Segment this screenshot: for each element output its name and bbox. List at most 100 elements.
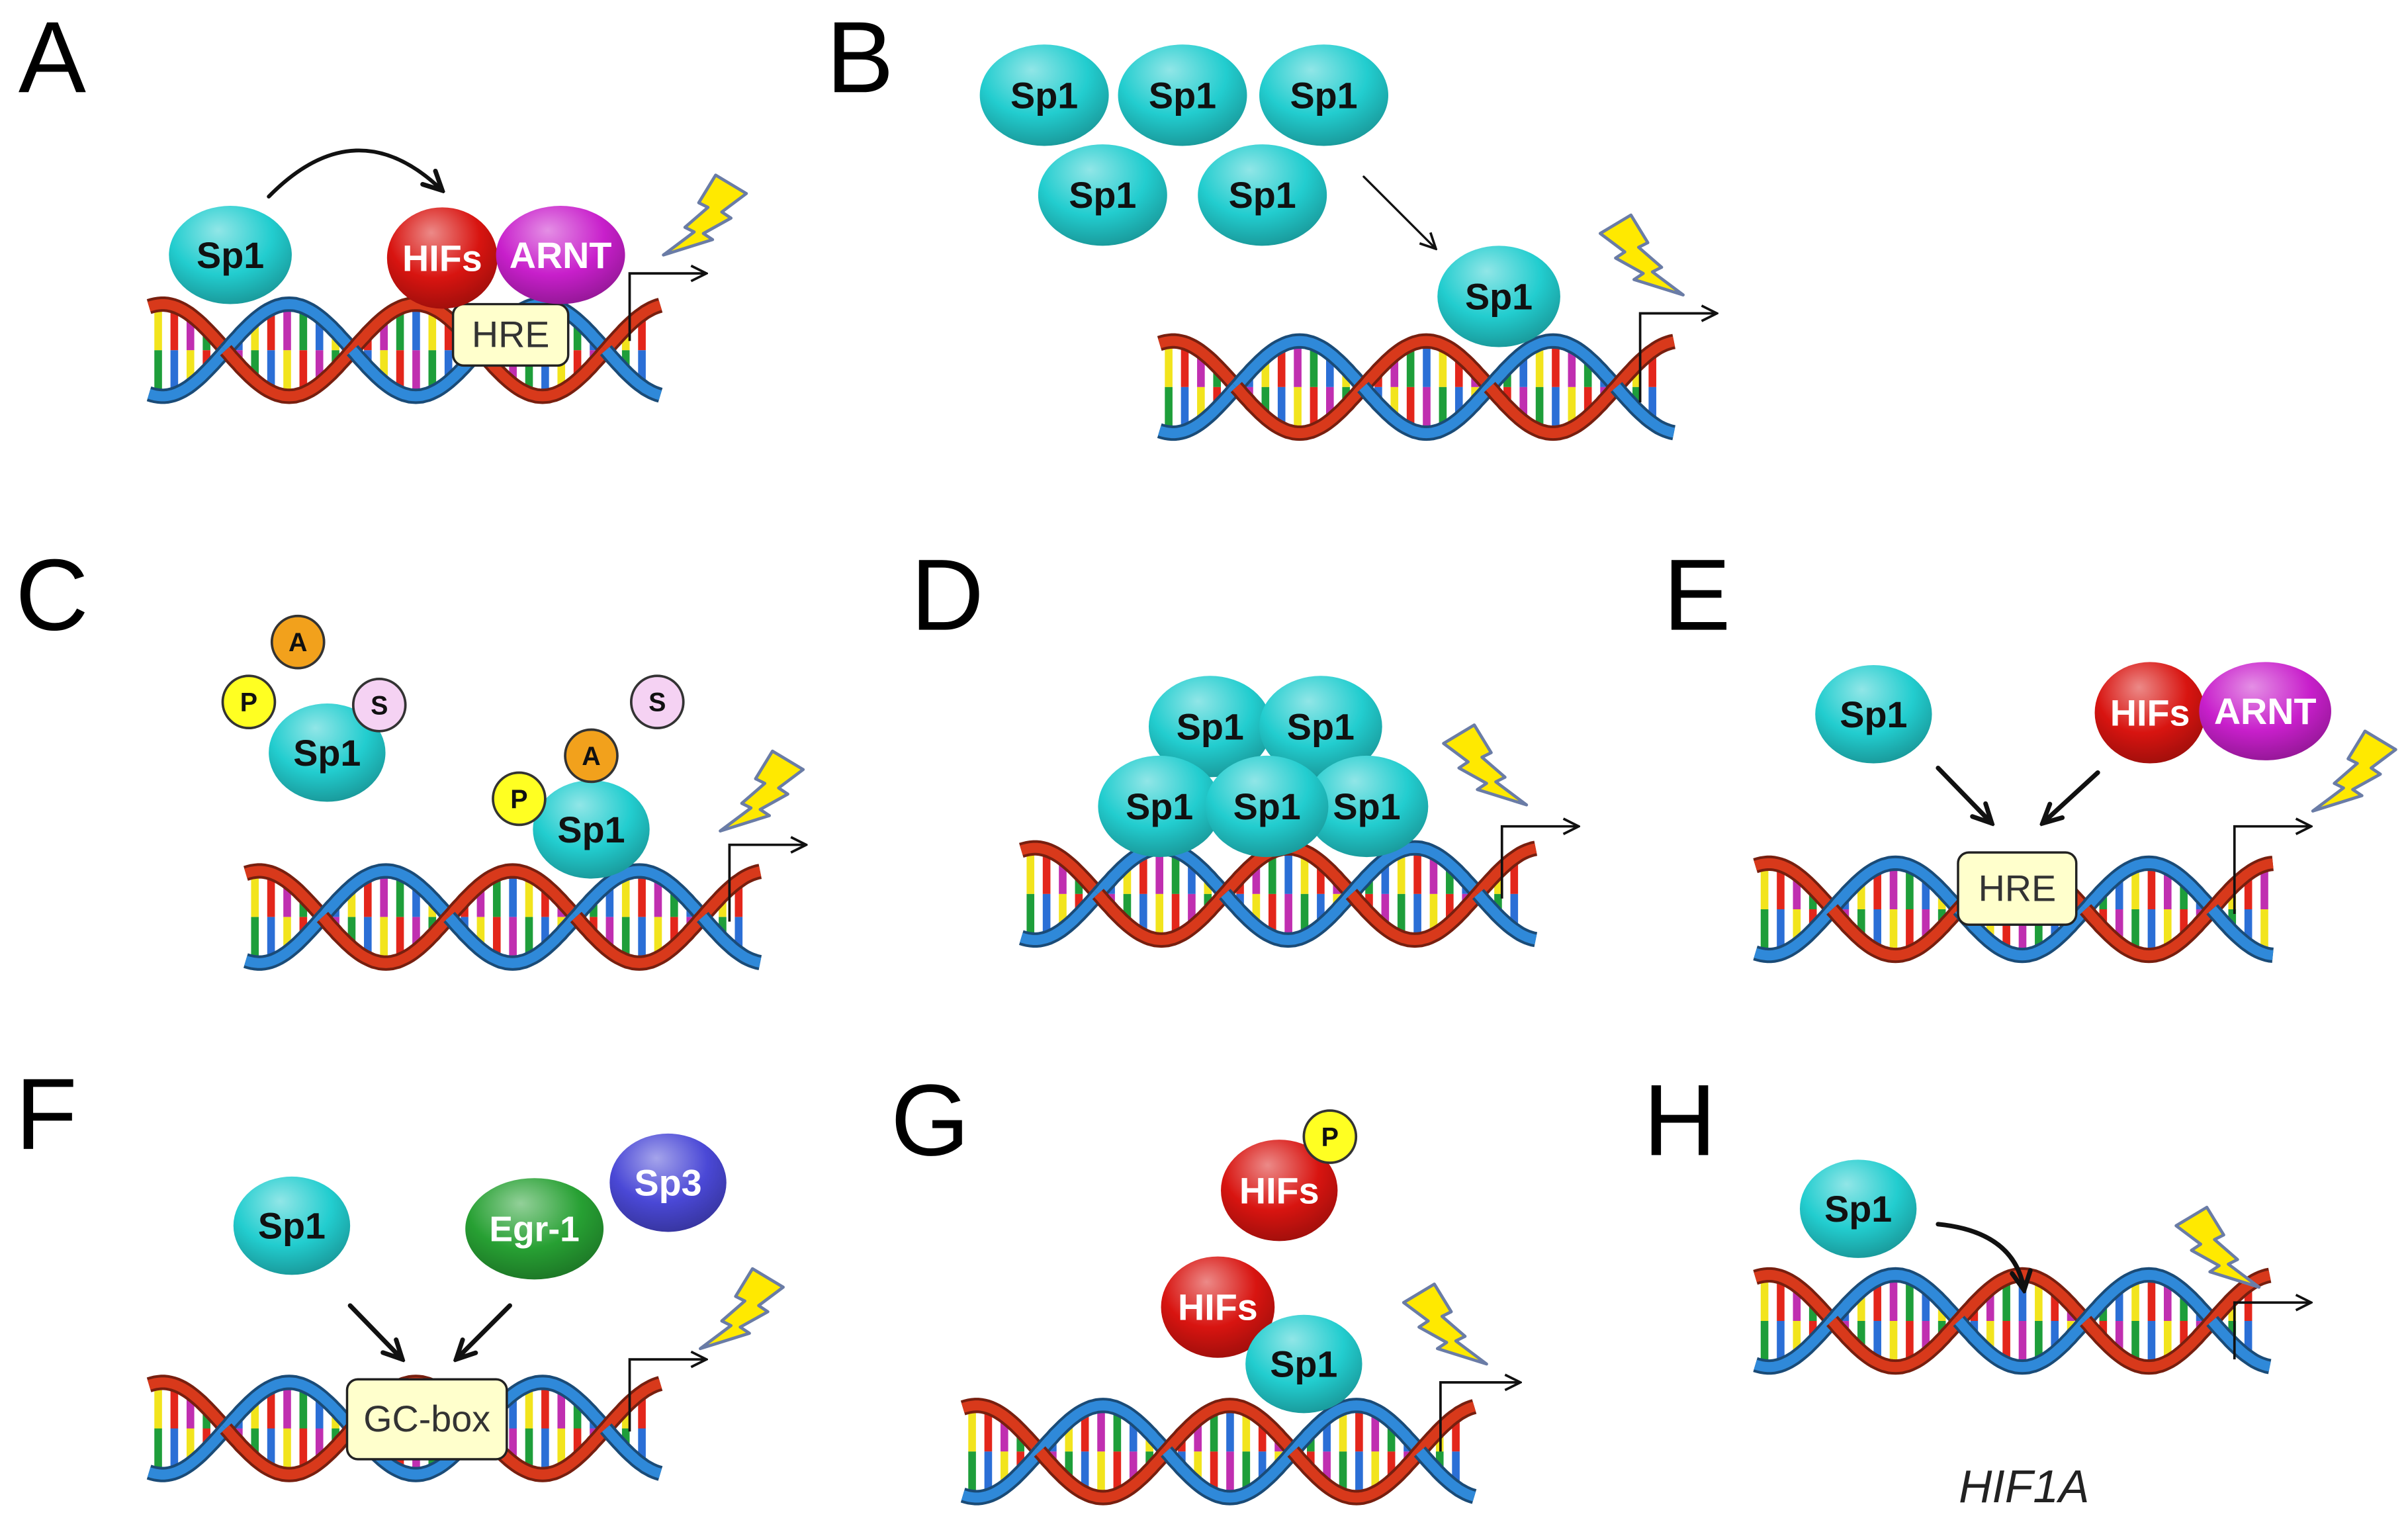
dna-strand-blue — [1020, 890, 1102, 945]
gc-box: GC-box — [345, 1378, 508, 1461]
acetylation-marker: A — [270, 614, 326, 670]
egr1-protein: Egr-1 — [465, 1178, 604, 1280]
promoter-arrow-icon — [728, 845, 806, 922]
dna-strand-blue — [1955, 905, 2090, 961]
egr1-protein-body — [465, 1178, 604, 1280]
binding-arrow-icon — [347, 1303, 402, 1359]
dna-strand-blue — [1754, 906, 1836, 961]
sp1-protein-body — [1815, 664, 1932, 764]
sp1-protein-free-body — [269, 703, 386, 802]
sp1-protein: Sp1 — [169, 206, 292, 304]
hifs-protein: HIFs — [1161, 1256, 1275, 1358]
sp3-protein-label: Sp3 — [634, 1163, 701, 1204]
sp1-protein-cluster-label: Sp1 — [1233, 786, 1301, 827]
dna-strand-blue — [602, 1425, 662, 1478]
sp1-protein-free-body — [1259, 44, 1388, 146]
promoter-arrow-icon — [1439, 1382, 1521, 1452]
dna-strand-blue — [1359, 383, 1494, 439]
dna-strand-red — [222, 1425, 357, 1480]
dna-strand-blue — [445, 913, 580, 968]
sp1-protein-free: Sp1 — [979, 44, 1109, 146]
dna-strand-red — [1612, 336, 1675, 390]
hre-box: HRE — [1957, 851, 2078, 926]
sp1-protein-label: Sp1 — [258, 1206, 326, 1247]
sp1-protein-cluster: Sp1 — [1205, 755, 1329, 858]
phosphorylation-marker-body — [221, 674, 277, 730]
sp1-protein-label: Sp1 — [1270, 1344, 1337, 1385]
sp1-protein-body — [1799, 1159, 1917, 1258]
gc-box-frame — [345, 1378, 508, 1461]
sp1-protein: Sp1 — [1245, 1314, 1362, 1414]
dna-strand-red — [961, 1400, 1044, 1455]
sp1-protein-cluster-body — [1259, 676, 1382, 778]
panel-a: A HRE Sp1 HIFs ARNT — [19, 1, 748, 404]
promoter-arrow-icon — [628, 1359, 707, 1432]
dna-strand-red — [1347, 890, 1482, 946]
sumoylation-marker-label: S — [648, 688, 666, 717]
binding-arrow-icon — [456, 1303, 512, 1359]
dna-strand-blue — [1289, 1400, 1424, 1455]
dna-strand-red — [1474, 843, 1537, 897]
dna-strand-red — [2082, 1317, 2216, 1373]
dna-strand-red — [1754, 1269, 1836, 1325]
lightning-bolt-icon — [698, 1267, 785, 1351]
hifs-protein-body — [1161, 1256, 1275, 1358]
sp1-protein-bound-label: Sp1 — [1465, 276, 1533, 317]
dna-strand-blue — [147, 1425, 230, 1480]
sp1-protein-label: Sp1 — [197, 235, 264, 276]
sp1-protein-free-label: Sp1 — [1010, 75, 1078, 116]
arnt-protein-body — [496, 206, 625, 304]
hifs-protein-label: HIFs — [1178, 1287, 1258, 1328]
sp1-protein-free-label: Sp1 — [293, 733, 361, 774]
binding-arrow-icon — [2043, 770, 2100, 823]
hre-box: HRE — [451, 302, 570, 367]
gc-box-label: GC-box — [363, 1398, 490, 1439]
binding-arrow-icon — [1362, 175, 1436, 249]
dna-strand-blue — [318, 866, 453, 921]
sp1-protein-cluster: Sp1 — [1098, 755, 1222, 858]
hifs-protein-phosphorylated-body — [1221, 1140, 1338, 1242]
dna-front-strands — [960, 1446, 1477, 1506]
sp1-protein-free-label: Sp1 — [1149, 75, 1216, 116]
sp1-protein-bound-body — [533, 780, 650, 879]
sp1-protein-free-body — [979, 44, 1109, 146]
hifs-protein-phosphorylated-label: HIFs — [1239, 1170, 1319, 1211]
dna-strand-red — [1020, 842, 1102, 897]
hifs-protein-body — [2094, 662, 2206, 764]
acetylation-marker-label: A — [289, 628, 307, 657]
promoter-arrow-icon — [1638, 313, 1717, 403]
dna-strand-blue — [1036, 1400, 1171, 1455]
dna-strand-red — [572, 913, 707, 968]
promoter-arrow-icon — [628, 273, 707, 341]
dna-strand-blue — [1612, 383, 1675, 438]
dna-strand-red — [244, 866, 327, 921]
sp1-protein-cluster: Sp1 — [1305, 755, 1429, 858]
dna-strand-blue — [1221, 890, 1355, 946]
sumoylation-marker: S — [629, 674, 685, 730]
sp1-protein-free-label: Sp1 — [1069, 175, 1136, 216]
dna-back-strands — [960, 1398, 1477, 1457]
sp3-protein-body — [609, 1133, 727, 1232]
dna-strand-blue — [572, 866, 707, 921]
dna-double-helix — [1753, 1267, 2272, 1375]
panel-label-a: A — [19, 1, 86, 114]
hifs-protein: HIFs — [2094, 662, 2206, 764]
sp1-protein-free-body — [1038, 144, 1167, 246]
dna-strand-blue — [961, 1448, 1044, 1503]
arnt-protein-label: ARNT — [510, 235, 612, 276]
lightning-bolt-icon — [662, 173, 748, 257]
dna-strand-red — [147, 1377, 230, 1432]
hifs-protein-label: HIFs — [402, 238, 482, 279]
dna-strand-red — [1828, 905, 1963, 961]
sp1-protein-cluster: Sp1 — [1148, 676, 1272, 778]
sp1-protein-bound: Sp1 — [1437, 246, 1560, 347]
promoter-arrow-icon — [1500, 827, 1579, 899]
dna-front-strands — [243, 911, 762, 971]
dna-front-strands — [1753, 904, 2274, 964]
dna-strand-blue — [1754, 1318, 1836, 1373]
sp1-protein-label: Sp1 — [1824, 1189, 1892, 1230]
hre-box-label: HRE — [1979, 868, 2057, 909]
panel-label-g: G — [891, 1063, 969, 1177]
gene-label-hif1a: HIF1A — [1959, 1461, 2089, 1512]
